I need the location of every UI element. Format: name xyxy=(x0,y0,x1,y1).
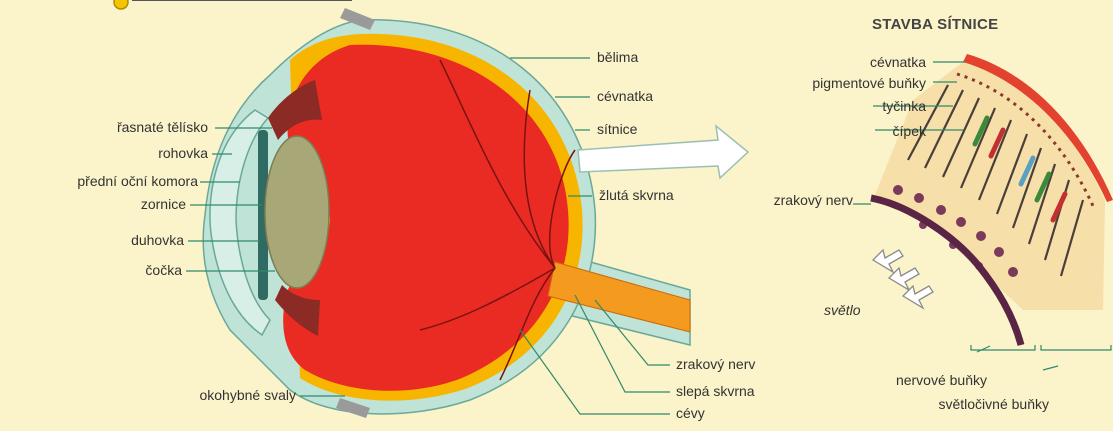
lens xyxy=(265,136,329,288)
layer-brackets xyxy=(971,345,1111,350)
label-sitnice: sítnice xyxy=(597,121,637,137)
label-cevy: cévy xyxy=(676,405,705,421)
retina-label-pigmentove-bunky: pigmentové buňky xyxy=(812,75,926,91)
retina-label-zrakovy-nerv: zrakový nerv xyxy=(774,192,853,208)
label-zornice: zornice xyxy=(141,196,186,212)
label-zluta-skvrna: žlutá skvrna xyxy=(599,187,674,203)
retina-label-svetlo: světlo xyxy=(824,302,861,318)
light-arrows xyxy=(873,250,933,308)
label-rohovka: rohovka xyxy=(158,145,208,161)
retina-label-cipek: čípek xyxy=(893,123,926,139)
retina-label-svetlocivne-bunky: světločivné buňky xyxy=(938,396,1049,412)
retina-structure xyxy=(853,40,1113,420)
label-zrakovy-nerv: zrakový nerv xyxy=(676,356,755,372)
retina-label-cevnatka: cévnatka xyxy=(870,54,926,70)
label-predni-ocni-komora: přední oční komora xyxy=(77,173,198,189)
retina-label-tycinka: tyčinka xyxy=(882,98,926,114)
label-rasnate-telisko: řasnaté tělísko xyxy=(117,119,208,135)
eye-cross-section xyxy=(0,0,760,431)
label-cevnatka: cévnatka xyxy=(597,88,653,104)
label-belima: bělima xyxy=(597,49,638,65)
retina-title: STAVBA SÍTNICE xyxy=(872,16,998,33)
label-duhovka: duhovka xyxy=(131,232,184,248)
label-cocka: čočka xyxy=(145,262,182,278)
retina-label-nervove-bunky: nervové buňky xyxy=(896,372,987,388)
label-okohybne-svaly: okohybné svaly xyxy=(199,387,296,403)
label-slepa-skvrna: slepá skvrna xyxy=(676,383,755,399)
